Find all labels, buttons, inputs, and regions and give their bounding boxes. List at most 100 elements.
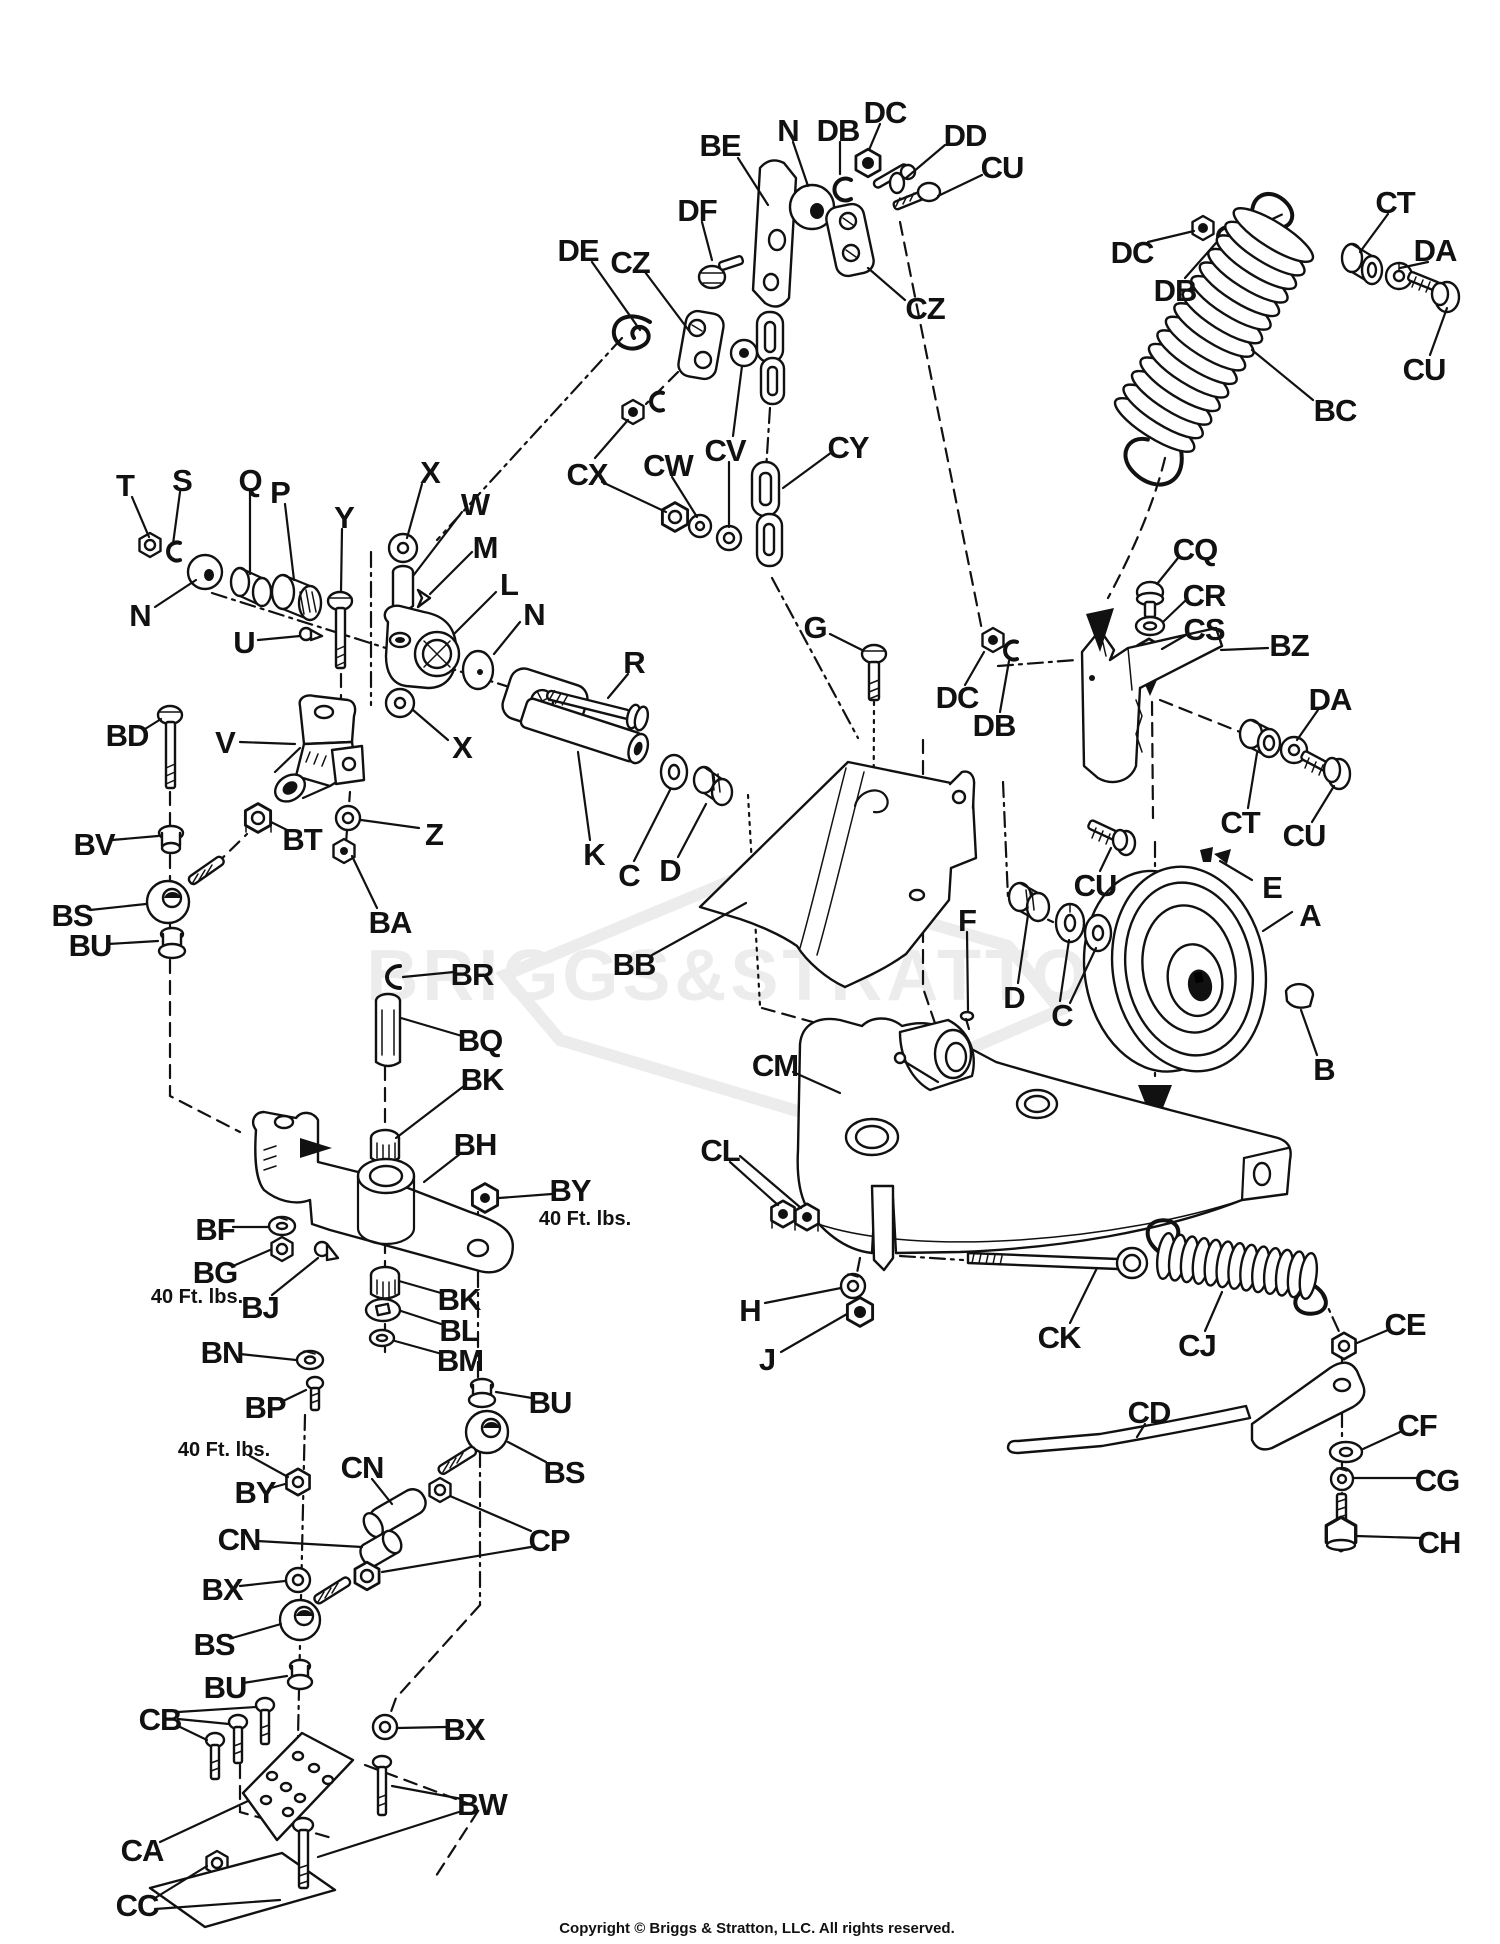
washer-z (334, 804, 362, 832)
part-label-cc: CC (116, 1888, 159, 1923)
spacer-q (229, 566, 273, 608)
leader-line-bn (238, 1352, 298, 1362)
leader-line-da (1295, 708, 1320, 742)
part-label-y: Y (334, 500, 355, 535)
part-label-cu: CU (1074, 868, 1117, 903)
part-label-bj: BJ (241, 1290, 279, 1325)
leader-line-n (153, 578, 198, 609)
woodruff-key-b (1284, 982, 1315, 1009)
bolt-r (545, 689, 650, 732)
part-label-r: R (623, 645, 645, 680)
leader-line-be (736, 156, 770, 207)
snap-ring-db-top (832, 176, 853, 203)
leader-line-cb (176, 1717, 231, 1726)
leader-line-ct (1246, 751, 1259, 810)
leader-line-r (606, 672, 630, 700)
leader-line-ch (1354, 1534, 1423, 1540)
bolt-bd (156, 704, 184, 790)
part-label-cd: CD (1128, 1395, 1171, 1430)
part-label-ck: CK (1038, 1320, 1082, 1355)
leader-line-cx (593, 418, 630, 460)
torque-note-leader (248, 1454, 290, 1479)
arrow-bh-insert (300, 1138, 332, 1158)
part-label-cz: CZ (905, 291, 945, 326)
part-label-p: P (270, 475, 290, 510)
leader-line-cz (866, 266, 907, 302)
part-label-x: X (452, 730, 473, 765)
leader-line-bj (270, 1256, 320, 1297)
part-label-bc: BC (1314, 393, 1357, 428)
washer-bx-bottom (371, 1713, 399, 1741)
leader-line-bx (396, 1725, 448, 1730)
leader-line-h (763, 1286, 843, 1305)
leader-line-de (590, 260, 642, 332)
bolts-cb (204, 1696, 276, 1781)
leader-line-l (452, 590, 498, 636)
leader-line-br (401, 970, 456, 979)
washer-x-bottom (384, 687, 416, 719)
leader-line-bm (393, 1339, 444, 1356)
bushing-d-right (1007, 881, 1051, 923)
part-label-cf: CF (1397, 1408, 1436, 1443)
torque-note: 40 Ft. lbs. (539, 1208, 631, 1230)
bolts-bw (291, 1754, 393, 1890)
leader-line-cb (176, 1705, 258, 1714)
part-label-ct: CT (1220, 805, 1260, 840)
leader-line-bq (399, 1016, 464, 1038)
leader-line-d (1016, 913, 1030, 985)
part-label-ba: BA (369, 905, 412, 940)
rod-end-bs-bottom (278, 1576, 352, 1642)
bolt-cu-topright (1406, 271, 1461, 314)
leader-line-ce (1355, 1328, 1390, 1345)
leader-line-ck (1068, 1266, 1099, 1325)
part-label-u: U (233, 625, 254, 660)
screw-bj (313, 1240, 340, 1262)
leader-line-dc (1146, 229, 1196, 244)
spacer-bu-top (157, 926, 187, 960)
part-label-dc: DC (936, 680, 979, 715)
part-label-k: K (583, 837, 606, 872)
torque-note: 40 Ft. lbs. (151, 1286, 243, 1308)
spacer-ct-right (1238, 718, 1282, 759)
part-label-cv: CV (704, 433, 746, 468)
leader-line-bv (110, 834, 160, 842)
leader-line-m (428, 550, 474, 596)
nut-j (845, 1296, 875, 1328)
leader-line-bh (422, 1152, 462, 1184)
part-label-bt: BT (282, 822, 322, 857)
pin-f (959, 1010, 975, 1031)
part-label-cz: CZ (610, 245, 650, 280)
leader-line-cz (643, 270, 692, 334)
part-label-cy: CY (827, 430, 869, 465)
washers-c-right (1054, 902, 1113, 953)
leader-line-cx (600, 480, 668, 514)
nut-cc (205, 1849, 229, 1877)
part-label-cp: CP (528, 1523, 569, 1558)
plate-cz-right (825, 202, 875, 278)
part-label-g: G (803, 610, 826, 645)
leader-line-bu (241, 1674, 289, 1685)
bolt-cu-right (1300, 750, 1352, 791)
clip-m (416, 588, 432, 609)
leader-line-cr (1162, 598, 1188, 623)
watermark-text: BRIGGS&STRATTON (366, 936, 1147, 1016)
part-label-t: T (116, 468, 135, 503)
part-label-h: H (739, 1293, 760, 1328)
leader-line-bp (279, 1388, 308, 1404)
part-label-bs: BS (193, 1627, 234, 1662)
nut-by-mid (470, 1182, 500, 1214)
part-label-c: C (1051, 998, 1073, 1033)
washer-bx-mid (284, 1566, 312, 1594)
leader-line-dd (904, 143, 947, 180)
belt-guide-bz (1080, 626, 1224, 784)
lock-washer-h (839, 1272, 867, 1300)
leader-line-bk (397, 1279, 443, 1295)
bearing-bk-bottom (369, 1265, 401, 1300)
part-label-df: DF (677, 193, 716, 228)
copyright-line: Copyright © Briggs & Stratton, LLC. All … (559, 1920, 955, 1937)
leader-line-c (1068, 946, 1098, 1005)
part-label-bd: BD (106, 718, 149, 753)
part-label-da: DA (1414, 233, 1457, 268)
jam-nuts-cp (353, 1476, 452, 1592)
leader-line-b (1299, 1008, 1319, 1057)
